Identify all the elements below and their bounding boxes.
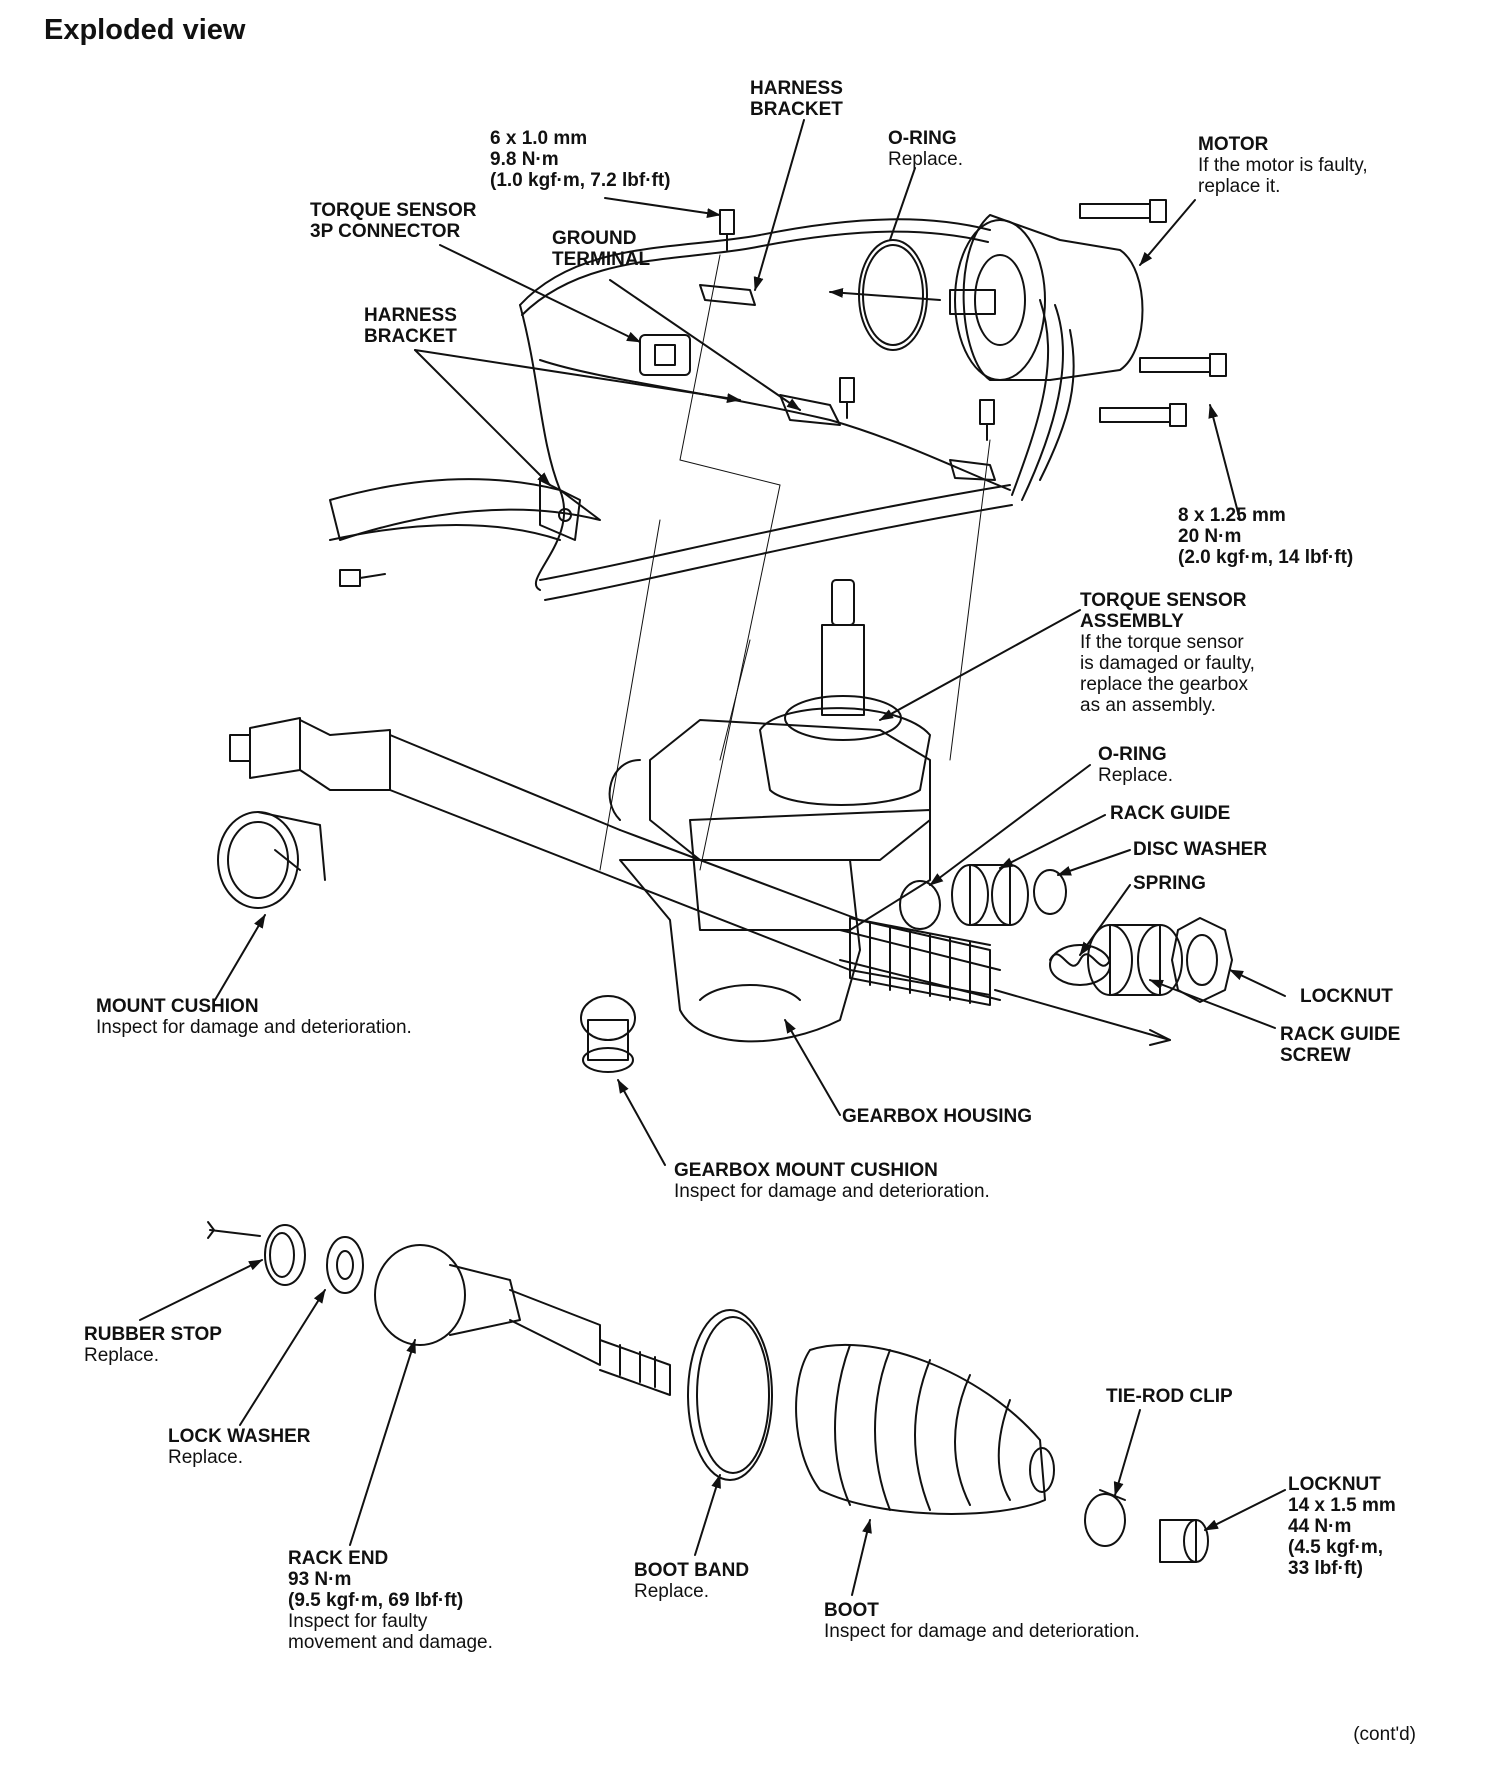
callout-mount-cushion: MOUNT CUSHION Inspect for damage and det… bbox=[96, 996, 412, 1038]
locknut-bottom-part bbox=[1159, 1519, 1209, 1563]
rack-guide-part bbox=[951, 864, 1029, 926]
column-frame bbox=[329, 478, 601, 541]
locknut-mid-part bbox=[1171, 917, 1233, 1003]
steering-rack bbox=[229, 717, 1001, 1001]
ground-terminal bbox=[779, 394, 841, 426]
lock-washer-part bbox=[326, 1236, 364, 1294]
rack-guide-screw-part bbox=[1087, 924, 1183, 996]
callout-tie-rod-clip: TIE-ROD CLIP bbox=[1106, 1386, 1233, 1407]
callout-locknut-bottom: LOCKNUT 14 x 1.5 mm 44 N·m (4.5 kgf·m, 3… bbox=[1288, 1474, 1396, 1579]
callout-bolt-8x125: 8 x 1.25 mm 20 N·m (2.0 kgf·m, 14 lbf·ft… bbox=[1178, 505, 1354, 568]
harness-bracket-top-part bbox=[699, 284, 756, 306]
callout-harness-bracket-left: HARNESS BRACKET bbox=[364, 305, 457, 347]
callout-rack-guide: RACK GUIDE bbox=[1110, 803, 1231, 824]
bolts-small bbox=[339, 209, 995, 587]
callout-o-ring-top: O-RING Replace. bbox=[888, 128, 963, 170]
callout-lock-washer: LOCK WASHER Replace. bbox=[168, 1426, 311, 1468]
torque-sensor-connector bbox=[639, 334, 691, 376]
callout-o-ring-mid: O-RING Replace. bbox=[1098, 744, 1173, 786]
callout-torque-sensor-connector: TORQUE SENSOR 3P CONNECTOR bbox=[310, 200, 477, 242]
callout-torque-sensor-assembly: TORQUE SENSOR ASSEMBLY If the torque sen… bbox=[1080, 590, 1255, 716]
disc-washer-part bbox=[1033, 869, 1067, 915]
callout-disc-washer: DISC WASHER bbox=[1133, 839, 1268, 860]
leader-lines bbox=[139, 119, 1286, 1596]
rack-centerline bbox=[994, 989, 1171, 1041]
tie-rod-clip-part bbox=[1084, 1489, 1126, 1547]
o-ring-mid-part bbox=[899, 880, 941, 930]
motor-bolts bbox=[1079, 199, 1227, 427]
callout-rack-end: RACK END 93 N·m (9.5 kgf·m, 69 lbf·ft) I… bbox=[288, 1548, 493, 1653]
continued-note: (cont'd) bbox=[1353, 1724, 1416, 1745]
page-title: Exploded view bbox=[44, 14, 246, 46]
callout-motor: MOTOR If the motor is faulty, replace it… bbox=[1198, 134, 1368, 197]
callout-boot-band: BOOT BAND Replace. bbox=[634, 1560, 750, 1602]
callout-locknut-mid: LOCKNUT bbox=[1300, 986, 1393, 1007]
callout-boot: BOOT Inspect for damage and deterioratio… bbox=[824, 1600, 1140, 1642]
assembly-lines bbox=[599, 254, 991, 871]
rubber-stop-part bbox=[264, 1224, 306, 1286]
harness-tube bbox=[539, 484, 1011, 581]
gearbox-housing-body bbox=[608, 719, 931, 1043]
callout-gearbox-housing: GEARBOX HOUSING bbox=[842, 1106, 1033, 1127]
rack-end-part bbox=[374, 1244, 671, 1396]
mount-cushion-part bbox=[217, 811, 326, 909]
boot-band-part bbox=[687, 1309, 773, 1481]
rack-teeth bbox=[849, 917, 991, 1006]
callout-ground-terminal: GROUND TERMINAL bbox=[552, 228, 651, 270]
boot-part bbox=[795, 1343, 1055, 1515]
callout-harness-bracket-top: HARNESS BRACKET bbox=[750, 78, 843, 120]
gearbox-mount-cushion-part bbox=[580, 995, 636, 1073]
spring-part bbox=[1049, 944, 1111, 986]
callout-rack-guide-screw: RACK GUIDE SCREW bbox=[1280, 1024, 1401, 1066]
motor-body bbox=[949, 214, 1144, 481]
callout-bolt-6x1: 6 x 1.0 mm 9.8 N·m (1.0 kgf·m, 7.2 lbf·f… bbox=[490, 128, 671, 191]
torque-sensor-shaft bbox=[759, 579, 931, 806]
harness-bracket-left-part bbox=[539, 479, 581, 541]
callout-spring: SPRING bbox=[1133, 873, 1206, 894]
callout-gearbox-mount-cushion: GEARBOX MOUNT CUSHION Inspect for damage… bbox=[674, 1160, 990, 1202]
wiring-harness bbox=[519, 218, 991, 306]
callout-rubber-stop: RUBBER STOP Replace. bbox=[84, 1324, 222, 1366]
